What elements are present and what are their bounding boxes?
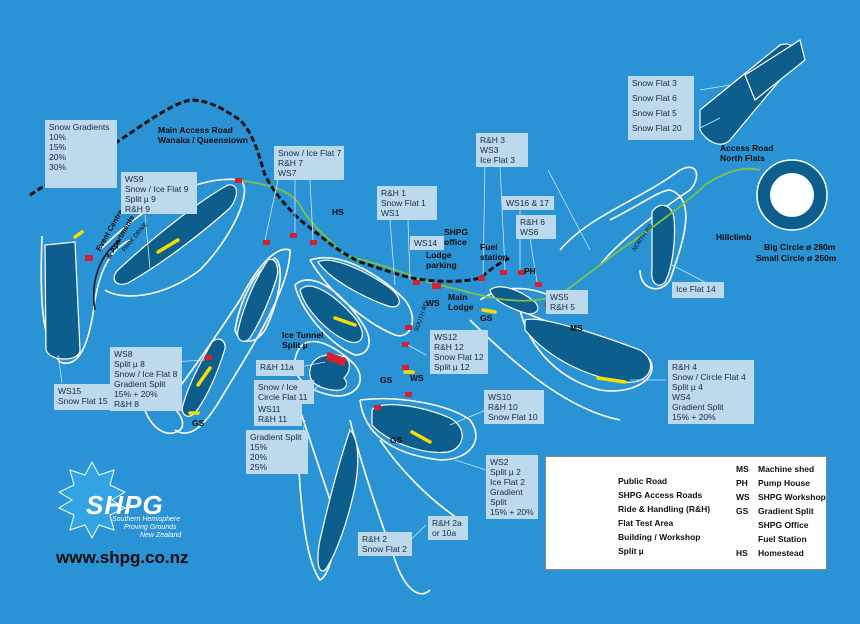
hillclimb-label: Hillclimb xyxy=(716,232,752,242)
logo-subtitle-3: New Zealand xyxy=(140,532,182,539)
legend-machine-shed: Machine shed xyxy=(758,464,815,474)
split-mu-markers xyxy=(73,230,627,444)
legend-code-ms: MS xyxy=(736,464,749,474)
website-link[interactable]: www.shpg.co.nz xyxy=(56,548,189,567)
callout-ws14: WS14 xyxy=(410,236,444,250)
legend-gradient-split: Gradient Split xyxy=(758,506,814,516)
small-circle-label: Small Circle ø 250m xyxy=(756,253,837,263)
legend-access-roads: SHPG Access Roads xyxy=(618,490,703,500)
snow-flat-10 xyxy=(371,404,463,453)
legend-public-road: Public Road xyxy=(618,476,668,486)
fuel-station-label: Fuel xyxy=(480,242,498,252)
legend-pump-house: Pump House xyxy=(758,478,810,488)
shpg-office-label-2: office xyxy=(444,237,467,247)
main-lodge-label: Main xyxy=(448,292,468,302)
legend-code-ph: PH xyxy=(736,478,748,488)
legend-shpg-office: SHPG Office xyxy=(758,520,809,530)
ice-flat-14 xyxy=(651,204,676,286)
logo-subtitle-1: Southern Hemisphere xyxy=(112,516,181,523)
machine-shed-label: MS xyxy=(570,323,583,333)
workshop-label-b: WS xyxy=(410,373,424,383)
snowflake-logo-icon xyxy=(57,460,127,540)
gradient-split-label-d: GS xyxy=(480,313,493,323)
logo-subtitle-2: Proving Grounds xyxy=(124,524,177,531)
legend-fuel-station: Fuel Station xyxy=(758,534,807,544)
legend-workshop: SHPG Workshop xyxy=(758,492,826,502)
snow-flats-north-2 xyxy=(744,39,806,101)
snow-flat-15 xyxy=(44,241,81,360)
public-road xyxy=(29,98,511,283)
legend-homestead: Homestead xyxy=(758,548,804,558)
snow-circle-flat-4 xyxy=(524,318,652,383)
ice-tunnel-label-2: Split µ xyxy=(282,340,308,350)
callout-rh11a: R&H 11a xyxy=(256,360,304,376)
legend-ride-handling: Ride & Handling (R&H) xyxy=(618,504,711,514)
legend-code-hs: HS xyxy=(736,548,748,558)
shpg-access-roads xyxy=(239,167,761,302)
flat-11a-left xyxy=(237,258,279,342)
fuel-station-label-2: station xyxy=(480,252,508,262)
legend-code-gs: GS xyxy=(736,506,749,516)
access-road-north-label: Access Road xyxy=(720,143,774,153)
lodge-parking-label: Lodge xyxy=(426,250,452,260)
callout-ice-flat14: Ice Flat 14 xyxy=(672,282,724,298)
callout-ws16: WS16 & 17 xyxy=(502,196,554,210)
gradient-split-label-b: GS xyxy=(380,375,393,385)
workshop-label-a: WS xyxy=(426,298,440,308)
ice-tunnel-label: Ice Tunnel xyxy=(282,330,324,340)
homestead-label: HS xyxy=(332,207,344,217)
pump-house-label: PH xyxy=(524,266,536,276)
map-legend: Public Road SHPG Access Roads Ride & Han… xyxy=(545,456,827,570)
main-access-road-label: Main Access Road xyxy=(158,125,233,135)
buildings xyxy=(85,178,552,410)
access-road-north-label-2: North Flats xyxy=(720,153,765,163)
leader-lines xyxy=(57,84,731,556)
shpg-office-label: SHPG xyxy=(444,227,469,237)
gradient-split-label-c: GS xyxy=(390,435,403,445)
legend-building: Building / Workshop xyxy=(618,532,701,542)
park-drive xyxy=(93,239,121,311)
lodge-parking-label-2: parking xyxy=(426,260,457,270)
gradient-split-label-a: GS xyxy=(192,418,205,428)
flat-under-ws14 xyxy=(317,259,400,308)
big-circle-label: Big Circle ø 280m xyxy=(764,242,836,252)
big-small-circle xyxy=(756,159,828,231)
wanaka-queenstown-label: Wanaka / Queenstown xyxy=(158,135,248,145)
shpg-logo: SHPG xyxy=(86,490,164,520)
main-lodge-label-2: Lodge xyxy=(448,302,474,312)
flat-2-gradient xyxy=(317,428,359,572)
legend-split-mu: Split µ xyxy=(618,546,644,556)
legend-flat-test-area: Flat Test Area xyxy=(618,518,674,528)
snow-ice-flat-9 xyxy=(113,184,238,285)
legend-code-ws: WS xyxy=(736,492,750,502)
snow-flat-12 xyxy=(299,285,363,344)
ride-handling-tracks xyxy=(40,166,698,595)
